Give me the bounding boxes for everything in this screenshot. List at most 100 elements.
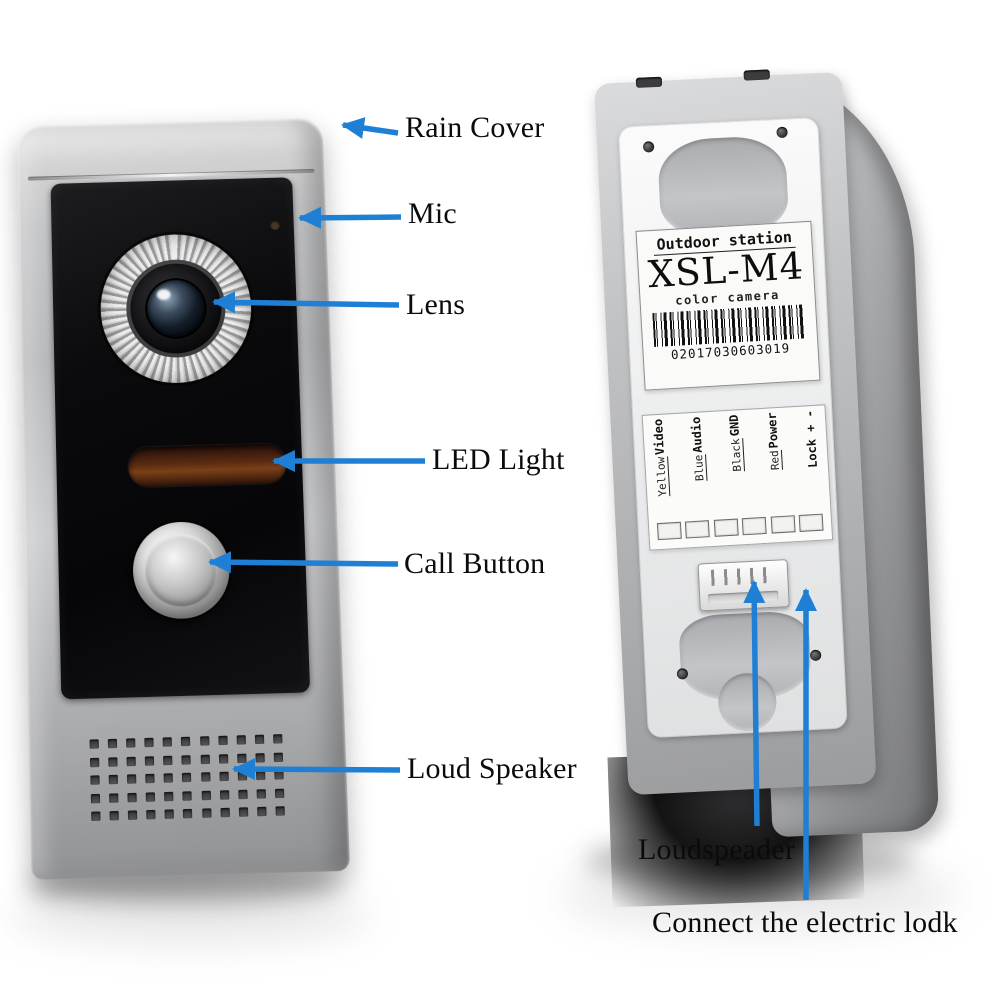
camera-lens (99, 233, 254, 386)
speaker-hole (183, 809, 192, 819)
led-light-window (128, 443, 287, 487)
callout-arrow (343, 125, 398, 133)
speaker-hole (108, 739, 117, 748)
terminal-box (657, 522, 682, 540)
speaker-hole (239, 807, 248, 817)
callout-rain-cover: Rain Cover (405, 111, 544, 145)
speaker-hole (182, 755, 191, 765)
speaker-hole (256, 771, 265, 781)
speaker-hole (274, 752, 283, 762)
call-button (132, 521, 231, 620)
terminal-box (714, 519, 739, 537)
speaker-hole (236, 735, 245, 744)
speaker-hole (146, 774, 155, 784)
callout-mic: Mic (408, 197, 457, 231)
speaker-hole (218, 736, 227, 745)
terminal-box (770, 515, 795, 533)
wire-signal: Audio (689, 416, 705, 453)
call-button-dome (144, 533, 218, 607)
mounting-cutout-top (657, 135, 790, 237)
speaker-hole (127, 774, 136, 784)
speaker-hole (109, 793, 118, 803)
speaker-hole (163, 737, 172, 746)
speaker-hole (220, 808, 229, 818)
speaker-hole (91, 811, 100, 821)
doorbell-front-view (17, 117, 350, 880)
speaker-hole (255, 753, 264, 763)
speaker-hole (219, 772, 228, 782)
wire-signal: GND (727, 414, 742, 436)
wire-column-audio: Audio Blue (689, 416, 709, 519)
speaker-hole (257, 807, 266, 817)
speaker-hole (220, 790, 229, 800)
lens-glint (157, 289, 171, 300)
speaker-hole (237, 753, 246, 763)
terminal-box (685, 520, 710, 538)
wire-color: Black (729, 438, 744, 472)
speaker-hole (90, 757, 99, 767)
speaker-hole (110, 811, 119, 821)
callout-loud-speaker: Loud Speaker (407, 752, 577, 786)
speaker-hole (181, 737, 190, 746)
speaker-hole (109, 775, 118, 785)
speaker-hole (202, 808, 211, 818)
speaker-hole (145, 756, 154, 766)
speaker-hole (126, 738, 135, 747)
mic-hole (270, 220, 280, 230)
mounting-notch (636, 77, 662, 88)
callout-call-button: Call Button (404, 547, 545, 581)
speaker-hole (146, 810, 155, 820)
camera-lens-glass (146, 279, 205, 337)
wiring-label: Video Yellow Audio Blue GND Black Powe (642, 404, 834, 550)
speaker-hole (274, 770, 283, 780)
screw-hole (810, 650, 822, 662)
speaker-hole (183, 791, 192, 801)
wire-column-power: Power Red (765, 412, 785, 515)
screw-hole (776, 127, 788, 139)
connector-slot (708, 591, 778, 604)
terminal-box (799, 514, 824, 532)
speaker-hole (165, 809, 174, 819)
wire-column-lock: Lock + - (803, 410, 823, 513)
speaker-hole (163, 755, 172, 765)
speaker-hole (145, 738, 154, 747)
wire-column-video: Video Yellow (651, 419, 671, 522)
speaker-hole (200, 736, 209, 745)
doorbell-back-view: Outdoor station XSL-M4 color camera 0201… (588, 68, 940, 883)
back-face: Outdoor station XSL-M4 color camera 0201… (594, 72, 876, 795)
callout-loudspeader: Loudspeader (638, 833, 795, 867)
speaker-hole (275, 788, 284, 798)
wire-signal: Video (651, 419, 667, 456)
speaker-hole (146, 792, 155, 802)
speaker-hole (164, 791, 173, 801)
speaker-hole (256, 789, 265, 799)
speaker-hole (255, 735, 264, 744)
speaker-hole (128, 810, 137, 820)
speaker-hole (164, 773, 173, 783)
wire-signal: Power (765, 412, 781, 449)
speaker-hole (182, 773, 191, 783)
wire-color: Red (767, 450, 781, 471)
callout-led-light: LED Light (432, 443, 565, 477)
speaker-hole (91, 793, 100, 803)
speaker-hole (238, 789, 247, 799)
callout-connect-electric-lock: Connect the electric lodk (652, 906, 958, 940)
speaker-hole (201, 790, 210, 800)
wire-color: Blue (692, 454, 707, 481)
speaker-hole (273, 734, 282, 743)
speaker-hole (128, 792, 137, 802)
wire-column-gnd: GND Black (727, 414, 747, 517)
sticker-model: XSL-M4 (642, 247, 810, 295)
product-sticker: Outdoor station XSL-M4 color camera 0201… (636, 221, 821, 391)
speaker-hole (200, 754, 209, 764)
mounting-notch (744, 69, 770, 80)
speaker-hole (237, 771, 246, 781)
back-panel: Outdoor station XSL-M4 color camera 0201… (618, 117, 848, 738)
front-panel (51, 177, 311, 699)
speaker-hole (201, 772, 210, 782)
callout-lens: Lens (406, 288, 465, 322)
screw-hole (643, 141, 655, 153)
speaker-hole (275, 806, 284, 816)
connector-pins (711, 567, 774, 586)
